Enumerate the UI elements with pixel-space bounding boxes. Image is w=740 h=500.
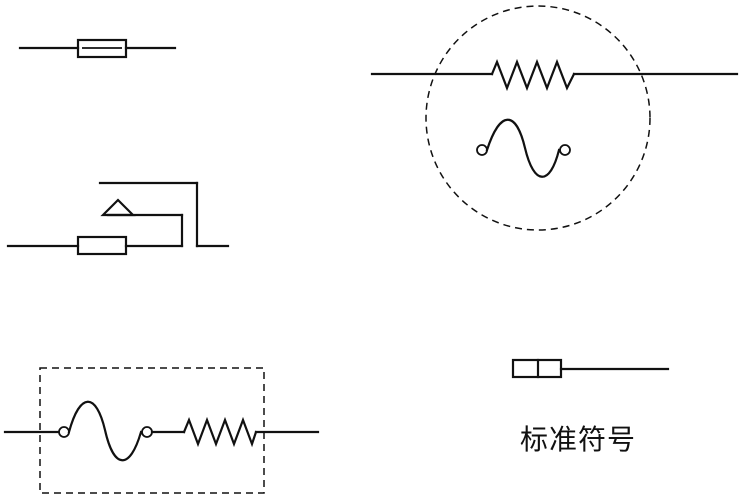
fuse-symbol [18,38,177,59]
thermal-element-box-symbol [3,367,320,494]
striker-fuse-symbol [6,181,230,256]
standard-symbol-caption: 标准符号 [520,423,637,456]
thermal-element-symbol [370,5,739,231]
standard-fuse-symbol [511,358,670,379]
